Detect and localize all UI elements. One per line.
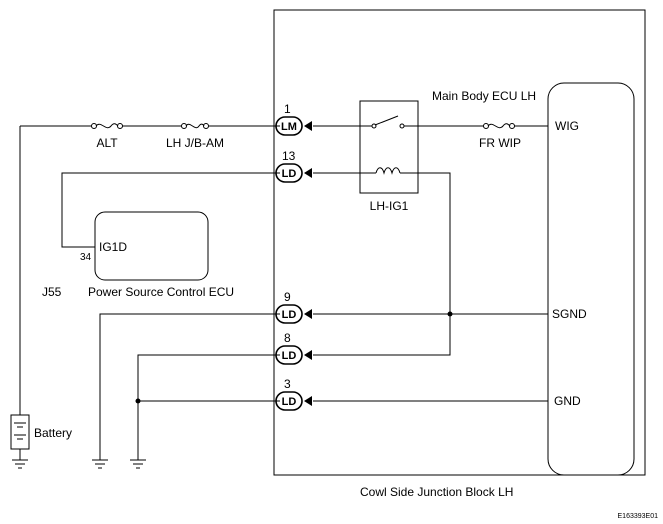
pin-3-number: 3 xyxy=(284,377,291,391)
pin-8-number: 8 xyxy=(284,331,291,345)
relay-switch-blade xyxy=(374,115,399,126)
power-ecu-connector-label: J55 xyxy=(42,285,62,299)
battery-label: Battery xyxy=(34,426,72,440)
pin-1-connector xyxy=(275,116,312,136)
junction-block-outline xyxy=(273,9,646,476)
coil-to-ground-wire xyxy=(313,172,451,356)
pin-9-number: 9 xyxy=(284,290,291,304)
sgnd-junction-dot xyxy=(447,311,453,317)
relay-coil-icon xyxy=(375,167,401,175)
relay-box xyxy=(359,100,419,194)
battery-icon xyxy=(10,414,30,460)
pin-8-connector xyxy=(275,345,312,365)
pin-3-label: LD xyxy=(282,396,297,408)
alt-fuse-label: ALT xyxy=(96,136,118,150)
power-ecu-label: Power Source Control ECU xyxy=(88,285,234,299)
alt-fuse-end-right xyxy=(117,123,123,129)
sgnd-terminal-label: SGND xyxy=(552,307,587,321)
alt-fuse-end-left xyxy=(91,123,97,129)
lhjb-fuse-icon xyxy=(185,123,205,129)
ground-icon xyxy=(92,459,108,469)
power-ecu-box xyxy=(94,211,209,281)
wig-terminal-label: WIG xyxy=(555,119,579,133)
pin8-ground-wire xyxy=(137,354,280,460)
relay-label: LH-IG1 xyxy=(370,199,409,213)
relay-contact-left xyxy=(371,123,377,129)
lhjb-fuse-end-left xyxy=(181,123,187,129)
pin-9-label: LD xyxy=(282,309,297,321)
pin-1-label: LM xyxy=(281,121,297,133)
junction-block-label: Cowl Side Junction Block LH xyxy=(360,485,513,499)
pin-9-connector xyxy=(275,304,312,324)
figure-code: E163393E01 xyxy=(618,513,659,520)
pin-13-number: 13 xyxy=(282,149,296,163)
gnd-junction-dot xyxy=(135,398,141,404)
frwip-fuse-label: FR WIP xyxy=(479,136,521,150)
pin9-ground-wire xyxy=(99,313,280,460)
pin-3-connector xyxy=(275,391,312,411)
ground-icon xyxy=(12,459,28,469)
ig1d-pin-number: 34 xyxy=(80,252,92,263)
gnd-terminal-label: GND xyxy=(554,394,581,408)
pin-1-number: 1 xyxy=(284,102,291,116)
lhjb-fuse-label: LH J/B-AM xyxy=(166,136,224,150)
ig1d-terminal-label: IG1D xyxy=(99,240,127,254)
relay-contact-right xyxy=(399,123,405,129)
pin-8-label: LD xyxy=(282,350,297,362)
frwip-fuse-end-right xyxy=(509,123,515,129)
body-ecu-label: Main Body ECU LH xyxy=(432,89,536,103)
ground-icon xyxy=(130,459,146,469)
pin-13-connector xyxy=(275,163,312,183)
frwip-fuse-end-left xyxy=(483,123,489,129)
pin13-to-ig1d-wire xyxy=(61,172,280,248)
body-ecu-box xyxy=(547,82,635,476)
pin-13-label: LD xyxy=(282,168,297,180)
frwip-fuse-icon xyxy=(487,123,511,129)
alt-fuse-icon xyxy=(95,123,119,129)
lhjb-fuse-end-right xyxy=(203,123,209,129)
